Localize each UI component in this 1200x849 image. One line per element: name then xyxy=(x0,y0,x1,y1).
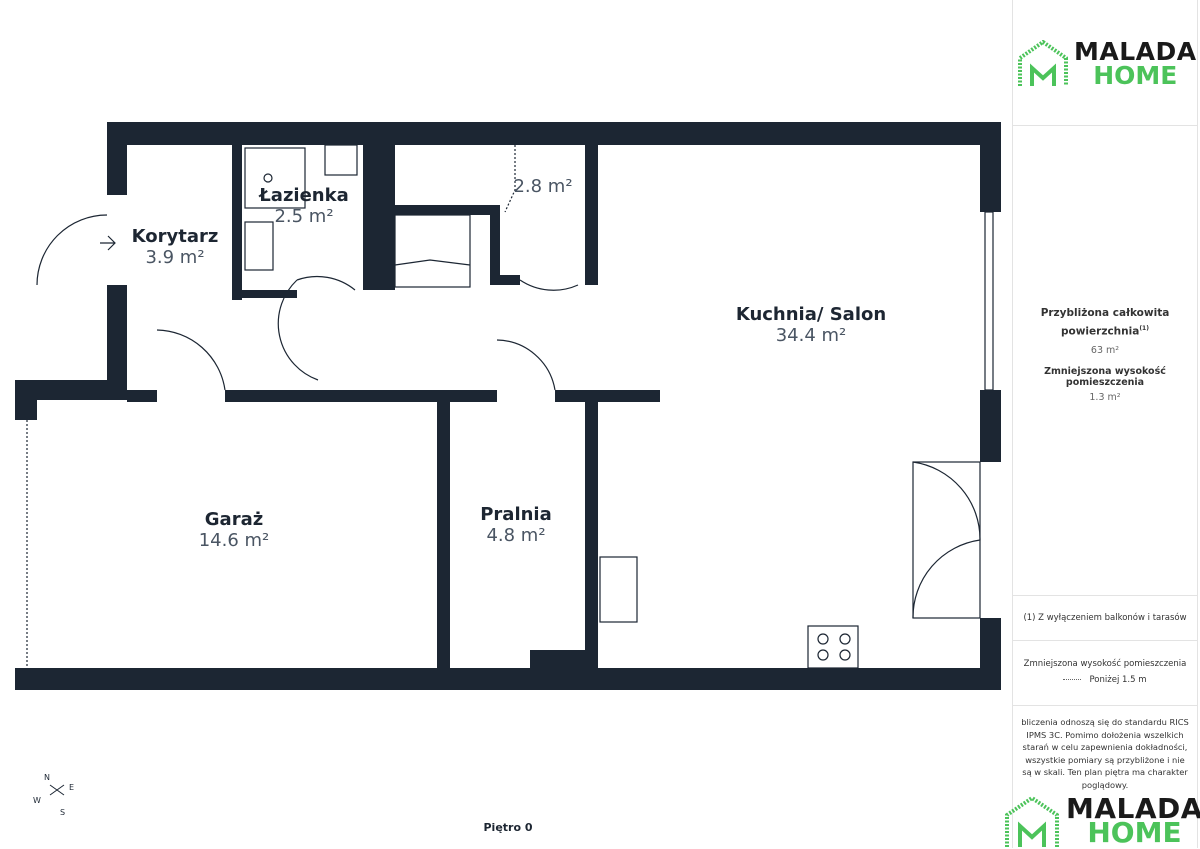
fixtures xyxy=(26,144,994,669)
disclaimer: bliczenia odnoszą się do standardu RICS … xyxy=(1021,717,1189,790)
room-storage: 2.8 m² xyxy=(513,176,573,197)
svg-text:N: N xyxy=(44,773,50,782)
reduced-height-value: 1.3 m² xyxy=(1089,391,1121,403)
compass: N E W S xyxy=(33,773,74,817)
svg-text:S: S xyxy=(60,808,65,817)
svg-text:W: W xyxy=(33,796,41,805)
floor-plan: N E W S xyxy=(15,122,1001,817)
floor-label: Piętro 0 xyxy=(483,821,533,834)
logo-icon xyxy=(1018,40,1068,86)
footnote: (1) Z wyłączeniem balkonów i tarasów xyxy=(1013,595,1197,641)
walls xyxy=(15,122,1001,690)
legend-title: Zmniejszona wysokość pomieszczenia xyxy=(1023,659,1187,669)
reduced-height-label: Zmniejszona wysokość pomieszczenia xyxy=(1044,365,1166,388)
total-area-value: 63 m² xyxy=(1090,344,1120,356)
svg-text:E: E xyxy=(69,783,74,792)
legend-item: Poniżej 1.5 m xyxy=(1013,675,1197,685)
total-area-label: Przybliżona całkowita powierzchnia xyxy=(1040,307,1170,338)
logo-icon xyxy=(1005,795,1059,847)
